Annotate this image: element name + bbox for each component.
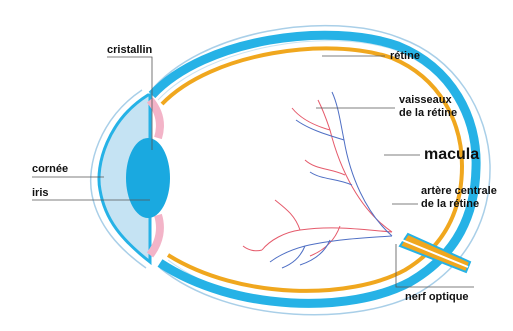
label-vaisseaux-line2: de la rétine bbox=[399, 107, 457, 119]
label-cornee: cornée bbox=[32, 163, 68, 175]
label-nerf-optique: nerf optique bbox=[405, 291, 469, 303]
label-vaisseaux-line1: vaisseaux bbox=[399, 94, 452, 106]
lens bbox=[126, 138, 170, 218]
label-macula: macula bbox=[424, 146, 479, 164]
label-retine: rétine bbox=[390, 50, 420, 62]
label-artere-line1: artère centrale bbox=[421, 185, 497, 197]
label-artere-line2: de la rétine bbox=[421, 198, 479, 210]
label-cristallin: cristallin bbox=[107, 44, 152, 56]
label-iris: iris bbox=[32, 187, 49, 199]
